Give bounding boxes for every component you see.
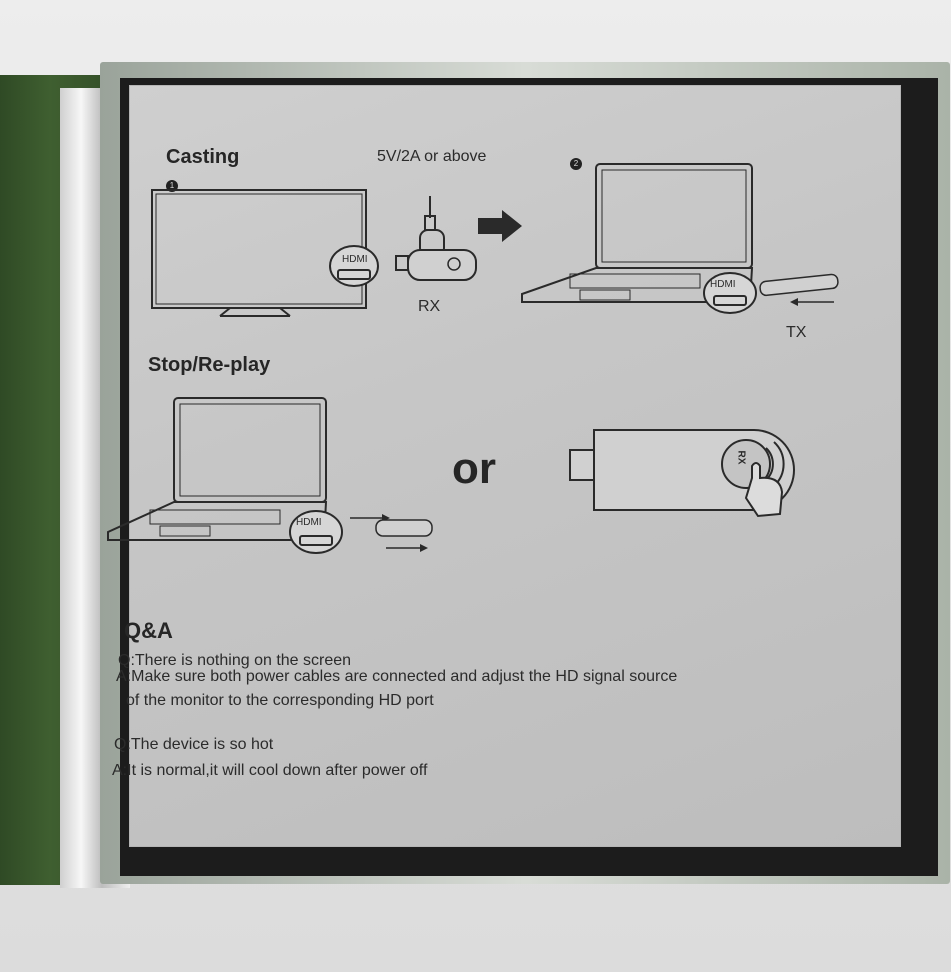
question-1: Q:There is nothing on the screen	[118, 652, 352, 669]
qa-heading: Q&A	[124, 618, 173, 643]
laptop-icon	[521, 163, 754, 303]
rx-dongle-icon	[395, 196, 477, 281]
answer-1-line-2: of the monitor to the corresponding HD p…	[126, 692, 434, 709]
arrow-right-icon	[478, 210, 522, 242]
answer-1-line-1: A:Make sure both power cables are connec…	[116, 668, 678, 685]
laptop-icon-stop	[107, 397, 328, 541]
tx-dongle-icon	[759, 273, 839, 306]
tx-label: TX	[786, 324, 807, 341]
power-note: 5V/2A or above	[377, 148, 487, 165]
tv-hdmi-port-icon	[329, 245, 379, 287]
casting-heading: Casting	[166, 146, 240, 168]
tx-dongle-unplug-icon	[350, 514, 433, 552]
rx-label: RX	[418, 298, 441, 315]
laptop-hdmi-port-icon-stop	[289, 510, 343, 554]
stop-replay-heading: Stop/Re-play	[148, 354, 271, 376]
step-2-badge: 2	[570, 158, 582, 170]
button-rx-label: RX	[735, 450, 747, 465]
laptop-hdmi-label-top: HDMI	[710, 279, 736, 290]
instruction-card: Casting 5V/2A or above 1 2 HDMI RX	[107, 86, 900, 846]
or-text: or	[452, 444, 496, 493]
laptop-hdmi-port-icon	[703, 272, 757, 314]
answer-2: A:It is normal,it will cool down after p…	[112, 762, 428, 779]
tv-hdmi-label: HDMI	[342, 254, 368, 265]
laptop-hdmi-label-bottom: HDMI	[296, 517, 322, 528]
finger-press-icon	[569, 429, 795, 518]
question-2: Q:The device is so hot	[114, 736, 274, 753]
